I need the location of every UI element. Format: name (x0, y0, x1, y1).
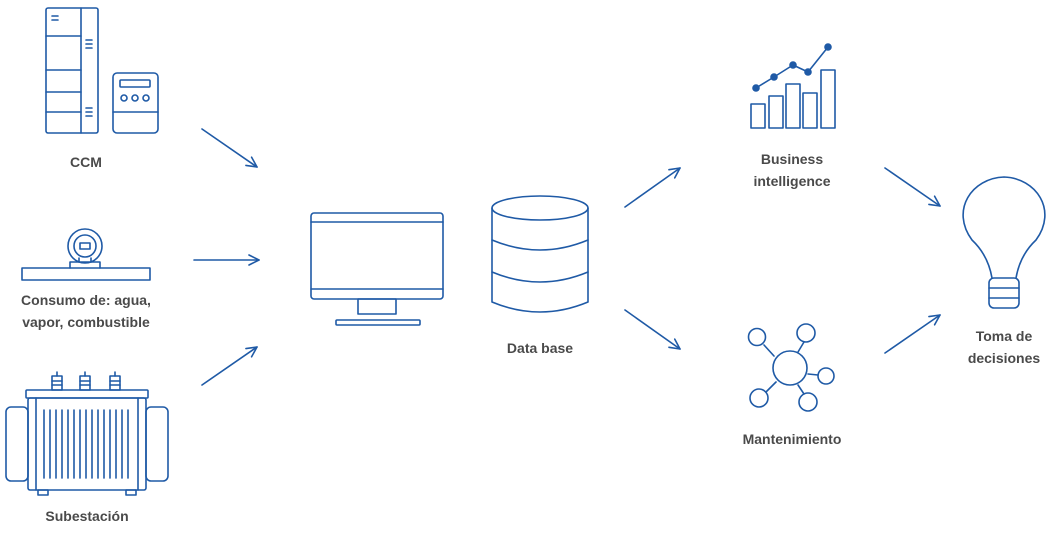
flow-meter-icon (21, 228, 151, 281)
server-cabinet-icon (45, 7, 99, 134)
database-icon (491, 195, 589, 313)
arrow-icon (624, 167, 681, 208)
network-icon (747, 323, 835, 412)
arrow-icon (884, 314, 941, 354)
label-toma-de-decisiones: Toma de decisiones (967, 328, 1041, 366)
label-subestacion: Subestación (45, 508, 129, 524)
bar-chart-icon (750, 43, 836, 129)
monitor-icon (310, 212, 444, 326)
transformer-icon (5, 371, 169, 496)
label-consumo: Consumo de: agua, vapor, combustible (21, 292, 151, 330)
meter-icon (112, 72, 159, 134)
arrow-icon (201, 346, 258, 386)
label-database: Data base (506, 340, 574, 356)
arrow-icon (624, 309, 681, 350)
label-ccm: CCM (70, 154, 102, 170)
lightbulb-icon (962, 176, 1046, 309)
label-business-intelligence: Business intelligence (753, 151, 831, 189)
arrow-icon (884, 167, 941, 207)
label-mantenimiento: Mantenimiento (742, 431, 842, 447)
arrow-icon (201, 128, 258, 168)
